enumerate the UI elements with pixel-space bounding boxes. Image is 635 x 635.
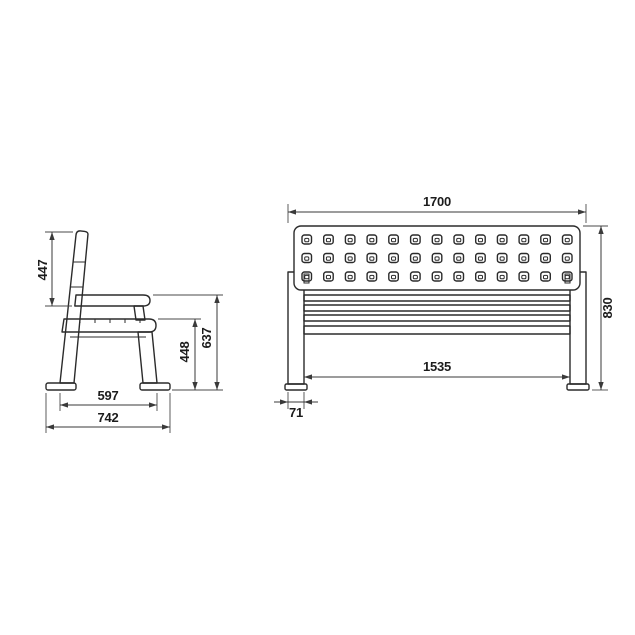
front-view	[284, 225, 590, 391]
dim-overall-depth: 742	[45, 393, 171, 433]
dim-overall-height-label: 830	[600, 297, 615, 318]
side-front-foot	[139, 382, 171, 391]
dim-armrest-height: 637	[153, 294, 223, 391]
side-seat	[61, 318, 157, 333]
side-front-leg	[137, 331, 158, 384]
front-backrest-panel	[293, 225, 581, 291]
dim-leg-span-label: 597	[97, 388, 118, 403]
side-backrest-post	[59, 230, 89, 384]
front-right-foot	[566, 383, 590, 391]
front-seat-slat-3	[303, 314, 571, 322]
dim-backrest-height: 447	[35, 231, 73, 307]
dim-leg-width-label: 71	[289, 405, 303, 420]
side-view	[45, 230, 171, 391]
side-armrest-support	[133, 305, 146, 321]
front-right-leg-bracket	[564, 273, 571, 284]
front-seat-slat-2	[303, 304, 571, 312]
dim-overall-depth-label: 742	[97, 410, 118, 425]
dim-inner-width: 1535	[304, 359, 570, 380]
front-left-leg-bracket	[303, 273, 310, 284]
dim-overall-width: 1700	[287, 194, 587, 223]
dim-seat-height: 448	[158, 318, 201, 390]
front-seat-rail	[303, 325, 571, 335]
side-rear-foot	[45, 382, 77, 391]
front-left-foot	[284, 383, 308, 391]
dim-leg-width: 71	[274, 392, 318, 420]
dim-armrest-height-label: 637	[199, 327, 214, 348]
dim-leg-span: 597	[59, 388, 158, 411]
dim-seat-height-label: 448	[177, 341, 192, 362]
side-seat-slat-ticks	[79, 319, 141, 323]
front-seat-slat-1	[303, 294, 571, 302]
dim-overall-width-label: 1700	[423, 194, 451, 209]
dim-backrest-height-label: 447	[35, 259, 50, 280]
side-armrest	[74, 294, 151, 307]
dimensions: 447 637 448 597	[35, 194, 615, 433]
dim-inner-width-label: 1535	[423, 359, 451, 374]
dim-overall-height: 830	[583, 225, 615, 391]
